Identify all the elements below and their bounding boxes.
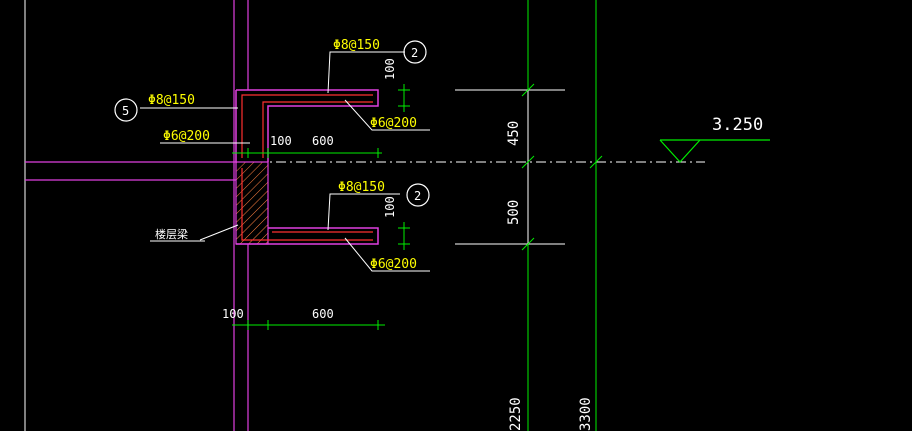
upper-box: [235, 89, 379, 162]
rebar-label-bot-2: Φ6@200: [370, 257, 417, 272]
rebar-label-left-2: Φ6@200: [163, 129, 210, 144]
callout-5: 5: [122, 104, 129, 118]
rebar-label-top-1: Φ8@150: [333, 38, 380, 53]
callout-circle-2a: [403, 40, 427, 64]
right-dims: [455, 89, 565, 245]
elevation-value: 3.250: [712, 115, 763, 135]
callout-circle-2b: [406, 183, 430, 207]
callout-2b: 2: [414, 189, 421, 203]
upper-box-rebar: [241, 94, 373, 158]
dim-ticks: [232, 84, 410, 330]
dim-450: 450: [506, 121, 522, 146]
dim-thk-bot: 100: [383, 196, 397, 218]
rebar-label-top-2: Φ8@150: [338, 180, 385, 195]
lower-box: [236, 227, 379, 245]
callout-circle-5: [114, 98, 138, 122]
dim-600-a: 600: [312, 134, 334, 148]
dim-500: 500: [506, 200, 522, 225]
rebar-label-left-1: Φ8@150: [148, 93, 195, 108]
beam-label: 楼层梁: [155, 227, 188, 241]
dim-100-left-a: 100: [270, 134, 292, 148]
elevation-marker: [659, 139, 770, 163]
dim-100-left-b: 100: [222, 307, 244, 321]
dim-2250: 2250: [508, 397, 524, 431]
beam-section-hatch: [235, 161, 269, 245]
dim-600-b: 600: [312, 307, 334, 321]
right-dim-ticks: [521, 83, 603, 251]
dim-3300: 3300: [578, 397, 594, 431]
rebar-label-bot-1: Φ6@200: [370, 116, 417, 131]
lower-box-rebar: [241, 168, 373, 241]
leaders: [140, 51, 430, 272]
callout-2a: 2: [411, 46, 418, 60]
dim-thk-top: 100: [383, 58, 397, 80]
